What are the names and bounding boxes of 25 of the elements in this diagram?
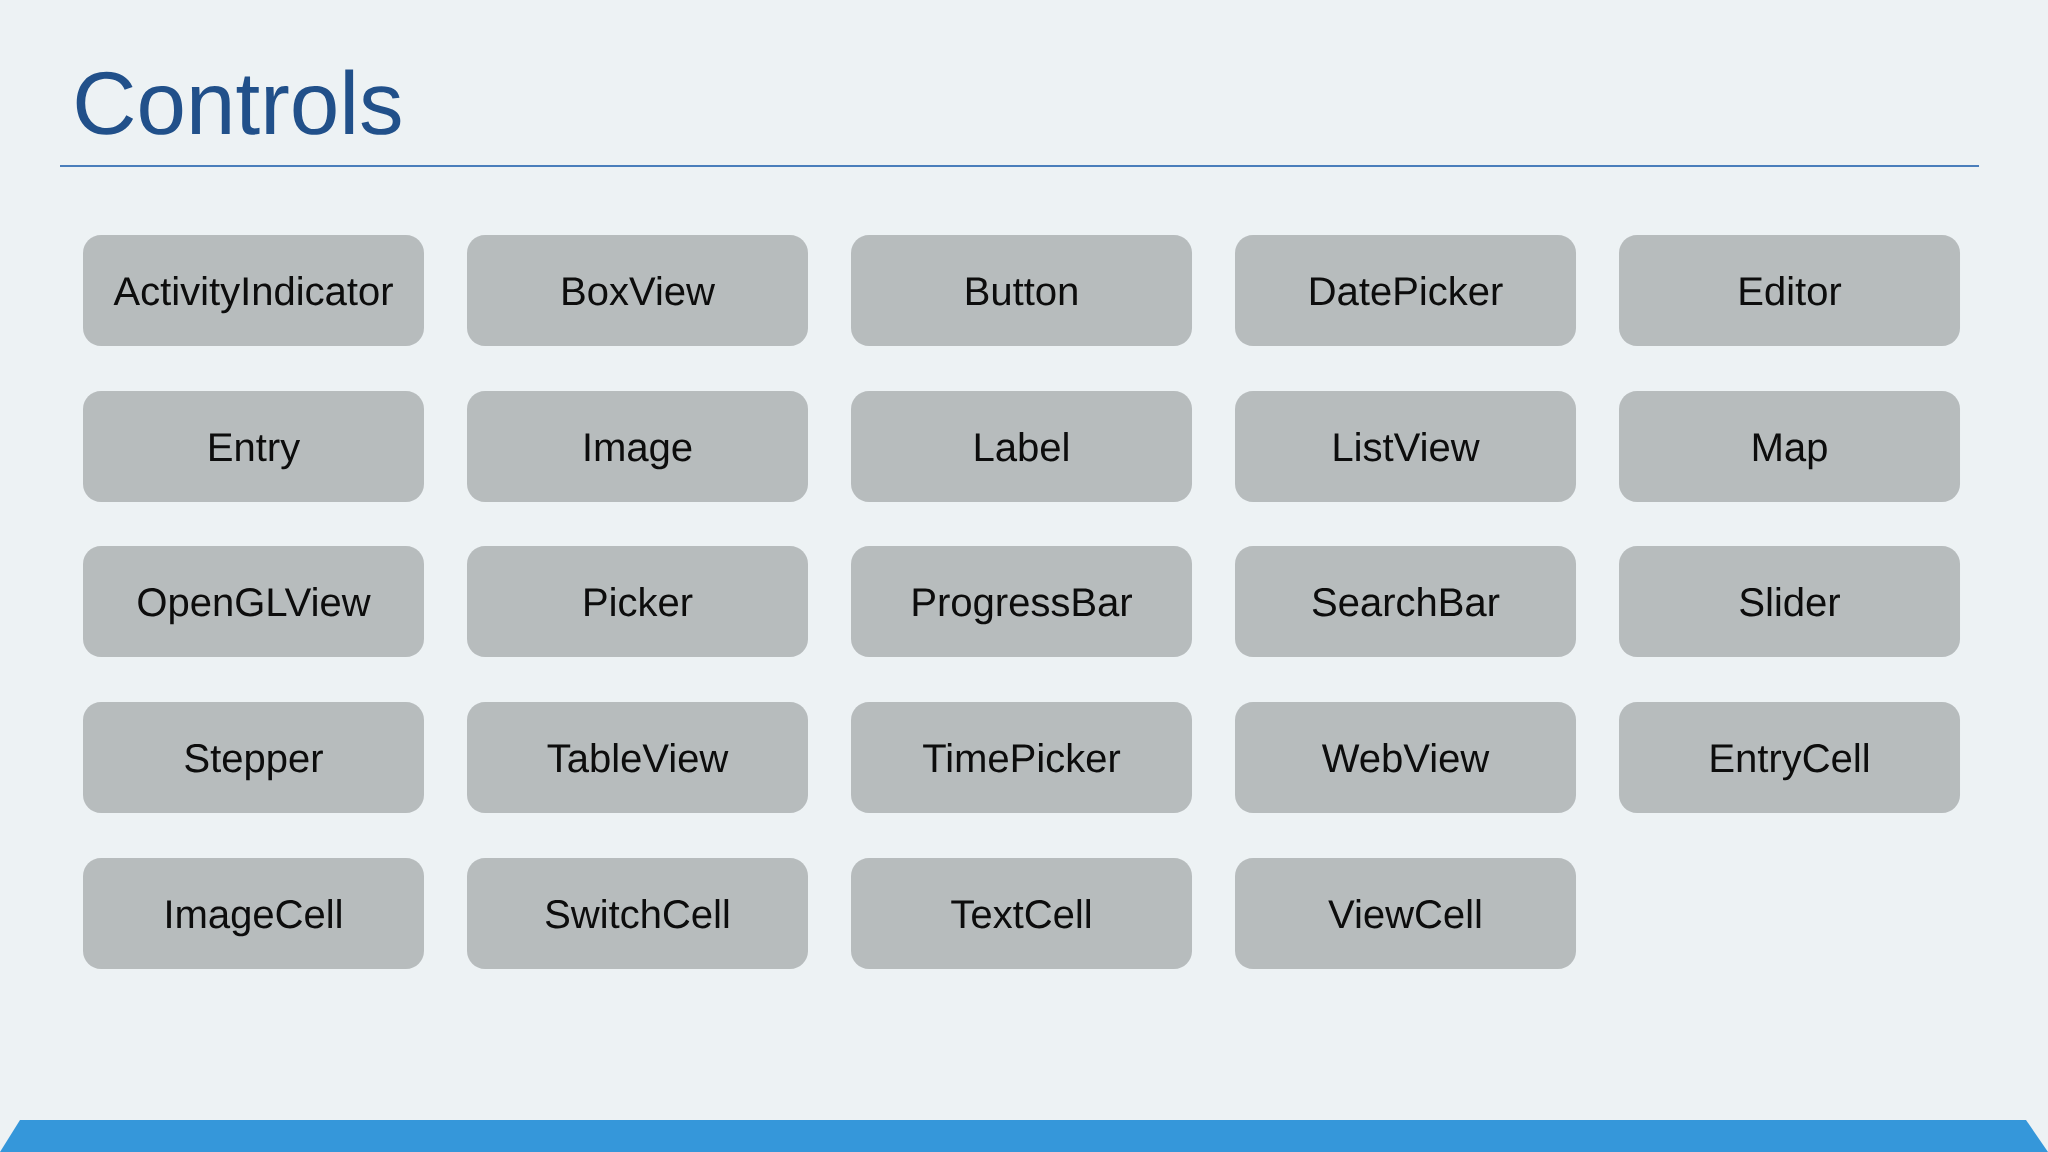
- control-box: ImageCell: [83, 858, 424, 969]
- control-box: OpenGLView: [83, 546, 424, 657]
- control-box: Label: [851, 391, 1192, 502]
- control-box: TableView: [467, 702, 808, 813]
- control-box: Picker: [467, 546, 808, 657]
- control-box: ViewCell: [1235, 858, 1576, 969]
- control-box: DatePicker: [1235, 235, 1576, 346]
- control-box: EntryCell: [1619, 702, 1960, 813]
- control-box: Button: [851, 235, 1192, 346]
- control-box: SearchBar: [1235, 546, 1576, 657]
- control-box: Image: [467, 391, 808, 502]
- control-box: SwitchCell: [467, 858, 808, 969]
- control-box: Entry: [83, 391, 424, 502]
- control-box: TextCell: [851, 858, 1192, 969]
- control-box: ListView: [1235, 391, 1576, 502]
- control-box: ActivityIndicator: [83, 235, 424, 346]
- control-box: Editor: [1619, 235, 1960, 346]
- control-box: BoxView: [467, 235, 808, 346]
- slide-title: Controls: [76, 69, 401, 135]
- control-box: TimePicker: [851, 702, 1192, 813]
- control-box: WebView: [1235, 702, 1576, 813]
- control-box: Slider: [1619, 546, 1960, 657]
- control-box: Map: [1619, 391, 1960, 502]
- control-box: ProgressBar: [851, 546, 1192, 657]
- control-box: Stepper: [83, 702, 424, 813]
